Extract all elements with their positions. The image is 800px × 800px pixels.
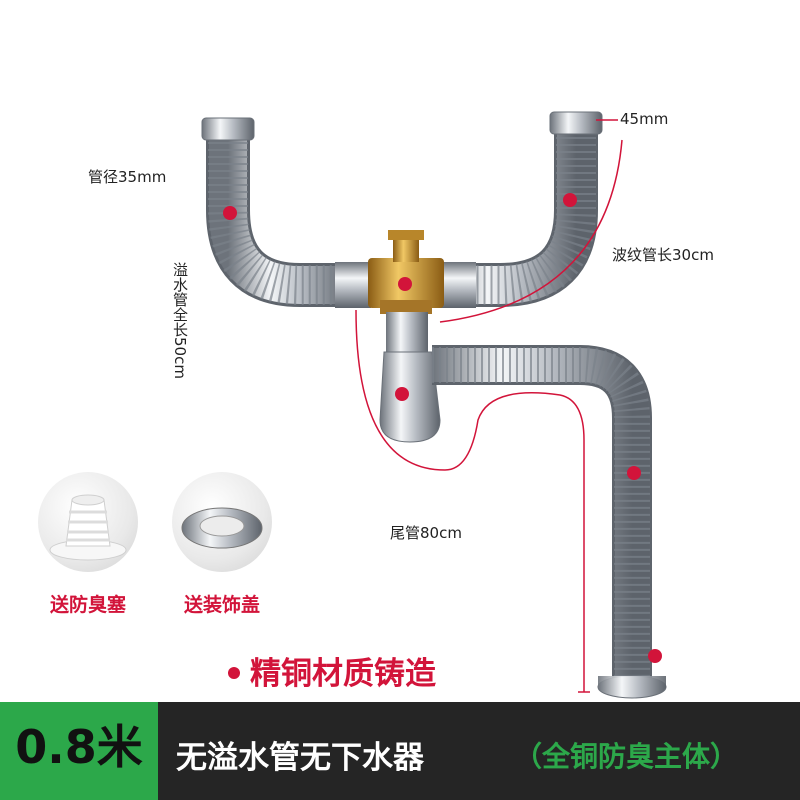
- deodorant-plug-icon: [38, 472, 138, 572]
- marker-dots: [223, 193, 662, 663]
- accessory-label-cover: 送装饰盖: [183, 594, 260, 616]
- left-inlet-ring: [201, 117, 255, 141]
- feature-text-content: 精铜材质铸造: [250, 656, 436, 692]
- accessory-label-plug: 送防臭塞: [49, 594, 126, 616]
- brass-tee-body: [368, 230, 444, 314]
- tail-length-label: 尾管80cm: [390, 524, 462, 542]
- corrugated-length-label: 波纹管长30cm: [612, 246, 714, 264]
- left-connector: [335, 262, 371, 308]
- product-sub-text: （全铜防臭主体）: [514, 740, 739, 773]
- decorative-cover-icon: [172, 472, 272, 572]
- product-main-text: 无溢水管无下水器: [176, 740, 424, 776]
- overflow-length-label: 溢水管全长50cm: [171, 262, 189, 379]
- outlet-size-label: 45mm: [620, 110, 669, 128]
- size-badge: [0, 702, 158, 800]
- bullet-dot: [228, 666, 240, 679]
- pipe-diameter-label: 管径35mm: [88, 168, 167, 186]
- feature-text: 精铜材质铸造: [228, 648, 436, 693]
- right-connector: [440, 262, 476, 308]
- left-corrugated-pipe: [206, 135, 350, 307]
- size-text: 0.8米: [15, 720, 143, 774]
- bottle-trap: [379, 312, 441, 443]
- measure-lines: [355, 119, 623, 693]
- right-inlet-ring: [549, 111, 603, 135]
- right-corrugated-pipe: [440, 130, 598, 307]
- tail-corrugated-pipe: [432, 345, 652, 680]
